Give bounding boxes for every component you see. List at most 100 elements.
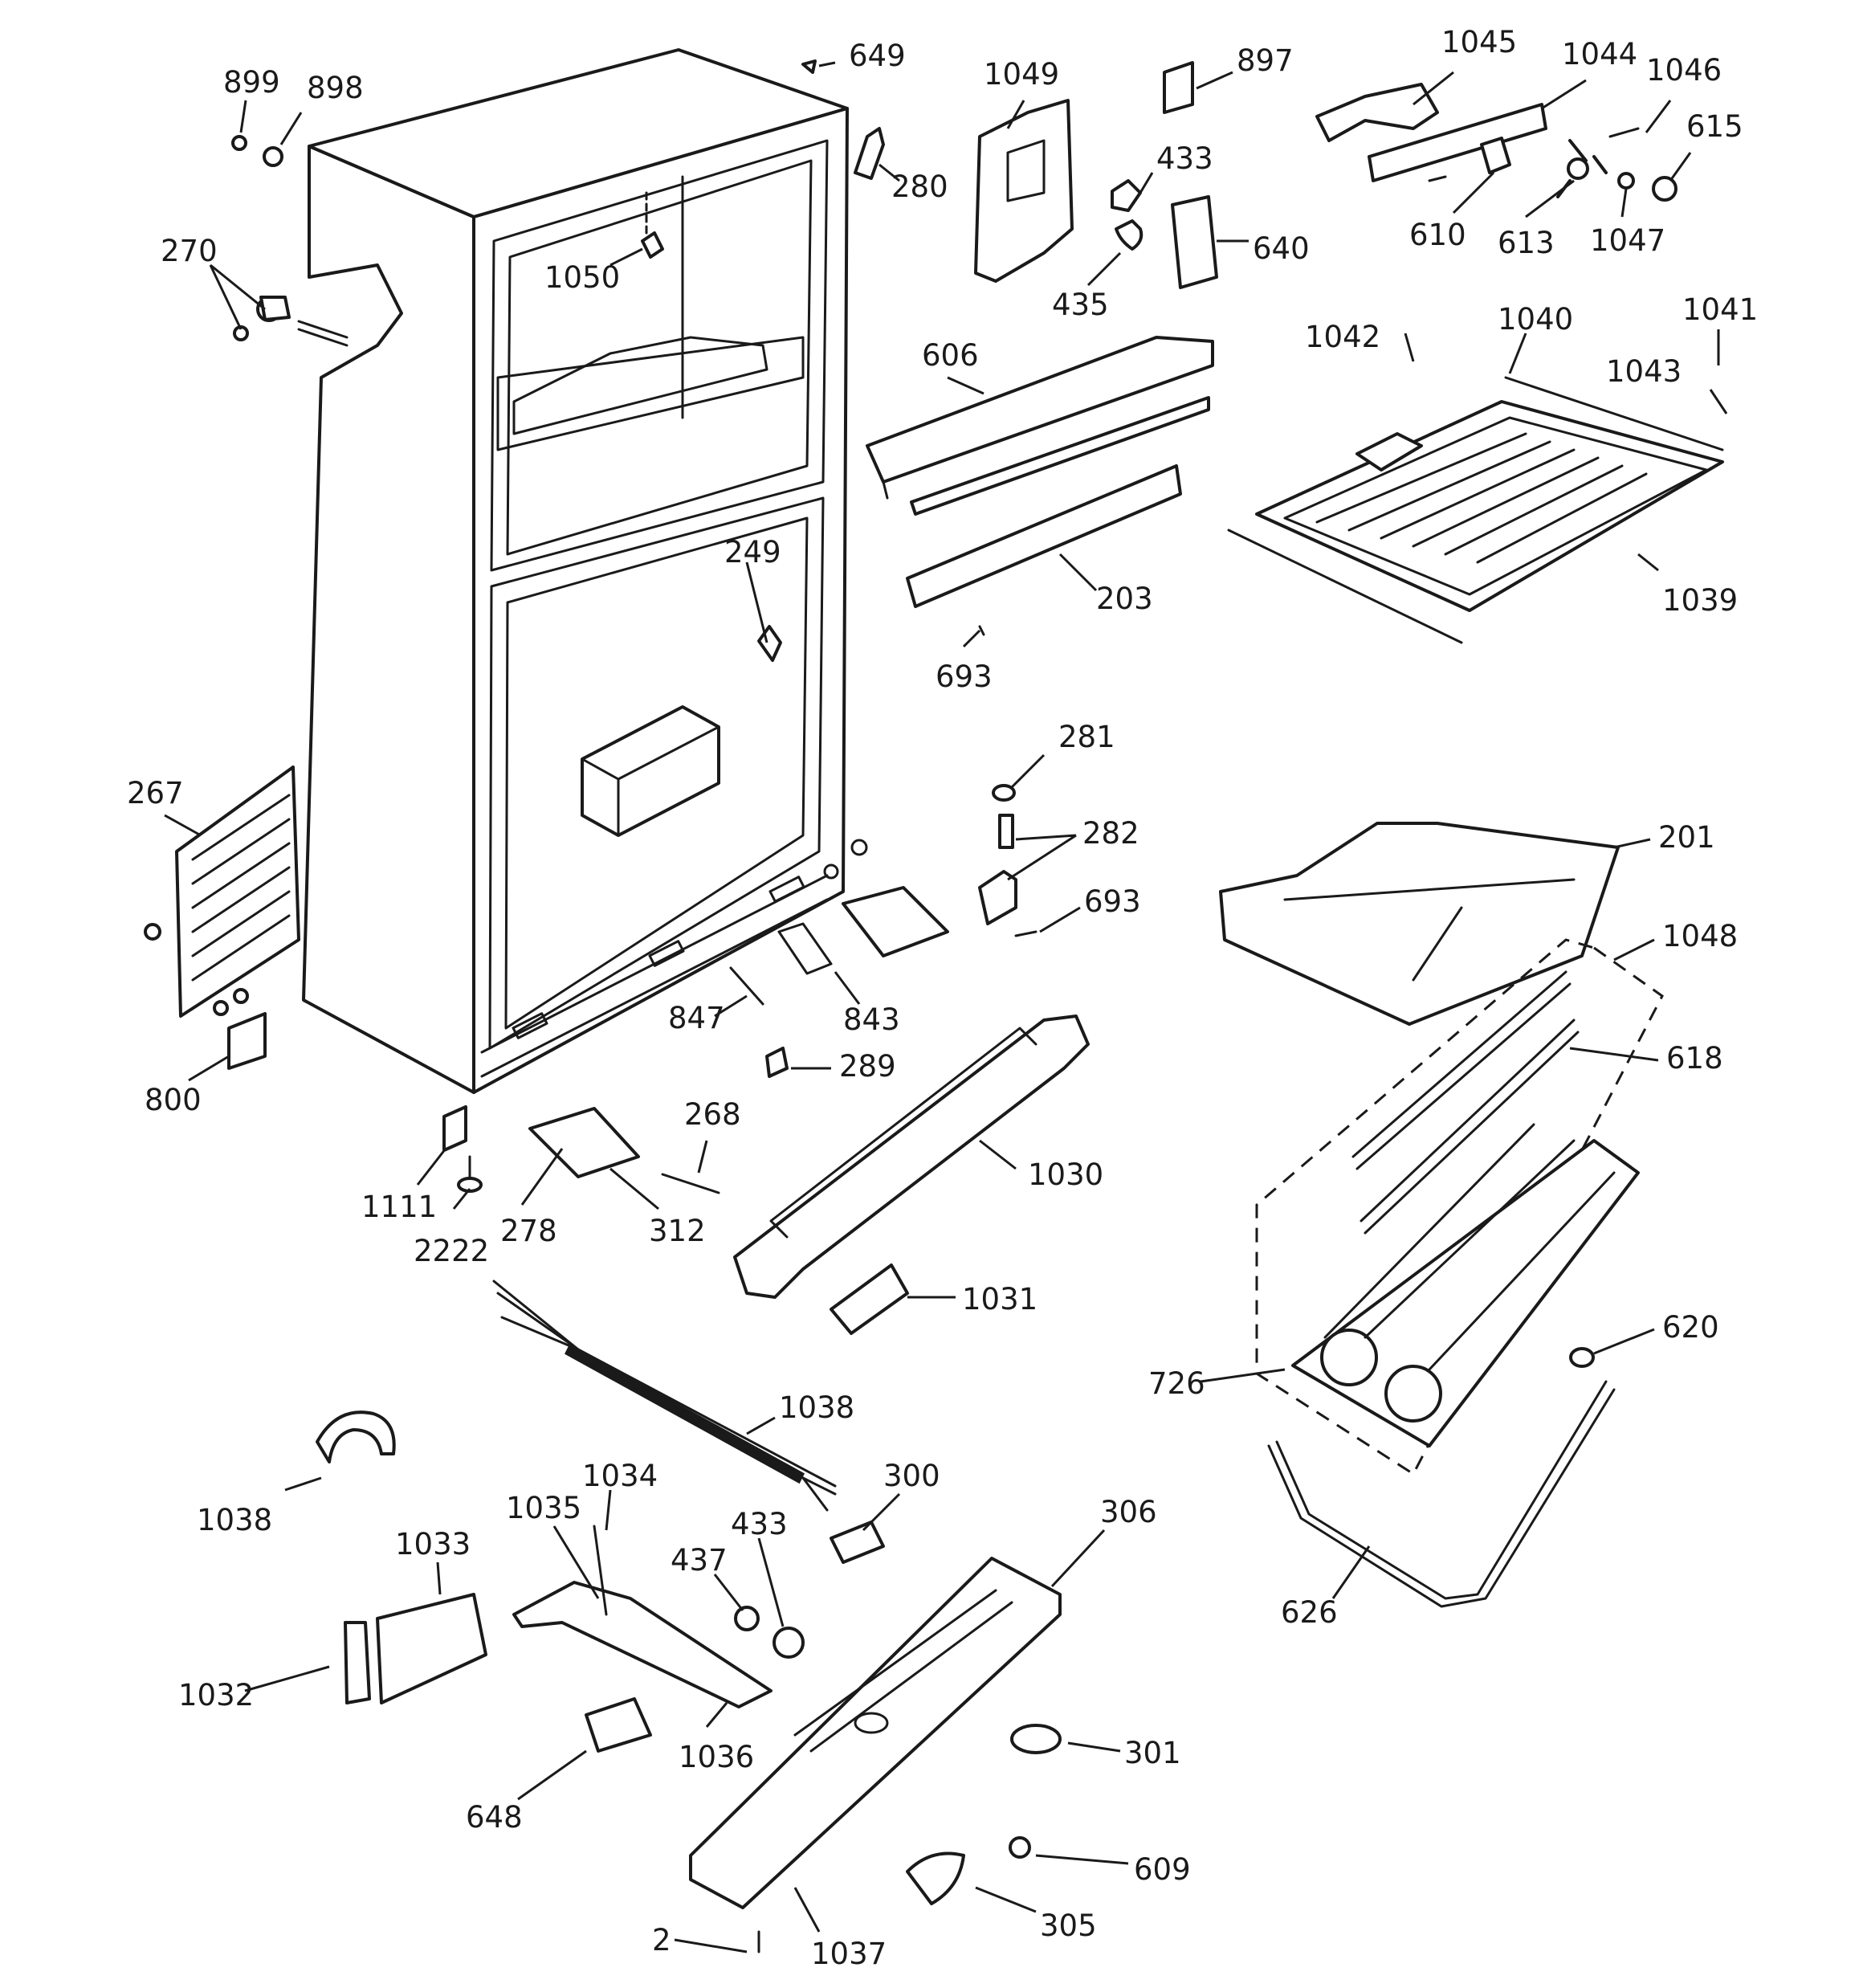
- part-897: [1163, 61, 1194, 114]
- part-280: [854, 127, 885, 180]
- part-648: [585, 1697, 652, 1753]
- callout-1046: 1046: [1646, 53, 1722, 88]
- part-1031: [830, 1263, 909, 1335]
- callout-1030: 1030: [1028, 1157, 1103, 1192]
- callout-613: 613: [1498, 226, 1555, 260]
- part-300: [830, 1521, 885, 1564]
- callout-2222: 2222: [414, 1234, 489, 1268]
- callout-437: 437: [671, 1543, 728, 1578]
- callout-1035: 1035: [506, 1491, 581, 1525]
- callout-1043: 1043: [1606, 354, 1682, 389]
- callout-626: 626: [1281, 1595, 1338, 1630]
- callout-1038a: 1038: [779, 1390, 854, 1425]
- part-433: [1111, 179, 1142, 212]
- part-1033: [376, 1593, 487, 1704]
- callout-306: 306: [1100, 1495, 1157, 1529]
- callout-1042: 1042: [1305, 320, 1380, 354]
- callout-433a: 433: [1156, 141, 1213, 176]
- callout-1111: 1111: [361, 1190, 437, 1224]
- part-437: [734, 1606, 760, 1631]
- part-898: [263, 146, 283, 167]
- callout-1044: 1044: [1562, 37, 1637, 71]
- callout-609: 609: [1134, 1852, 1191, 1887]
- callout-847: 847: [668, 1001, 725, 1035]
- part-1111: [442, 1105, 467, 1152]
- part-433b: [773, 1627, 805, 1659]
- part-278: [528, 1107, 640, 1178]
- part-618: [1360, 1018, 1580, 1235]
- lower-controls: [344, 1521, 1062, 1754]
- callout-693a: 693: [936, 659, 993, 694]
- part-1032: [344, 1621, 371, 1704]
- small-hardware: [231, 59, 885, 662]
- part-693: [1014, 930, 1037, 937]
- part-268: [661, 1173, 720, 1194]
- callout-1045: 1045: [1441, 25, 1517, 59]
- leader-lines: [164, 61, 1728, 1953]
- callout-843: 843: [843, 1002, 900, 1037]
- callout-1041: 1041: [1682, 292, 1758, 327]
- callout-268: 268: [684, 1097, 741, 1132]
- part-640: [1171, 195, 1218, 289]
- refrigerator-cabinet: [302, 48, 868, 1094]
- callout-1032: 1032: [178, 1678, 254, 1712]
- part-281: [992, 784, 1016, 802]
- callout-1047: 1047: [1590, 223, 1665, 258]
- callout-282: 282: [1082, 816, 1139, 851]
- part-289: [765, 1047, 789, 1078]
- part-1046: [1608, 127, 1640, 138]
- callout-203: 203: [1096, 582, 1153, 616]
- defrost-heater-626: [1267, 1380, 1616, 1608]
- callout-312: 312: [649, 1214, 706, 1248]
- wire-harness-1038: [316, 1280, 837, 1512]
- part-301: [1010, 1724, 1062, 1754]
- callout-897: 897: [1237, 43, 1294, 78]
- callout-249: 249: [724, 535, 781, 569]
- middle-hardware: [729, 784, 1037, 1078]
- callout-435: 435: [1052, 288, 1109, 322]
- callout-270: 270: [161, 234, 218, 268]
- freezer-shelf-parts: [866, 336, 1214, 636]
- part-1047: [1617, 172, 1635, 190]
- part-1048: [1351, 970, 1572, 1170]
- callout-433b: 433: [731, 1507, 788, 1541]
- part-267-grille: [144, 765, 300, 1070]
- bottom-small-parts: [757, 1836, 1031, 1953]
- callout-800: 800: [145, 1083, 202, 1117]
- bottom-left-hardware: [442, 1105, 720, 1194]
- callout-1036: 1036: [679, 1740, 754, 1774]
- part-1035: [512, 1581, 773, 1708]
- part-305: [906, 1851, 965, 1905]
- light-housing-1049: [974, 61, 1218, 289]
- part-620: [1569, 1347, 1595, 1368]
- part-1030-trim: [733, 1014, 1090, 1335]
- callout-640: 640: [1253, 231, 1310, 266]
- callout-610: 610: [1409, 218, 1466, 252]
- callout-898: 898: [307, 71, 364, 105]
- callout-620: 620: [1662, 1310, 1719, 1345]
- callout-labels: 899 898 649 280 270 1050 1049 897 433 43…: [127, 25, 1758, 1971]
- callout-1031: 1031: [962, 1282, 1037, 1316]
- part-282-sleeve: [998, 814, 1014, 849]
- callout-1033: 1033: [395, 1527, 471, 1561]
- evaporator-726: [1255, 938, 1664, 1476]
- callout-899: 899: [223, 65, 280, 100]
- part-1044: [1368, 103, 1547, 182]
- callout-615: 615: [1686, 109, 1743, 144]
- callout-2: 2: [652, 1923, 671, 1957]
- callout-1034: 1034: [582, 1459, 658, 1493]
- part-610: [1480, 137, 1511, 174]
- callout-606: 606: [922, 338, 979, 373]
- callout-280: 280: [891, 169, 948, 204]
- part-649: [801, 59, 817, 74]
- part-609: [1009, 1836, 1031, 1859]
- part-615: [1652, 176, 1678, 202]
- callout-649: 649: [849, 39, 906, 73]
- part-282-bracket: [978, 870, 1017, 925]
- callout-1038b: 1038: [197, 1503, 272, 1537]
- callout-305: 305: [1040, 1908, 1097, 1943]
- callout-201: 201: [1658, 820, 1715, 855]
- base-tray-306: [689, 1557, 1062, 1909]
- fan-assembly: [1315, 83, 1678, 202]
